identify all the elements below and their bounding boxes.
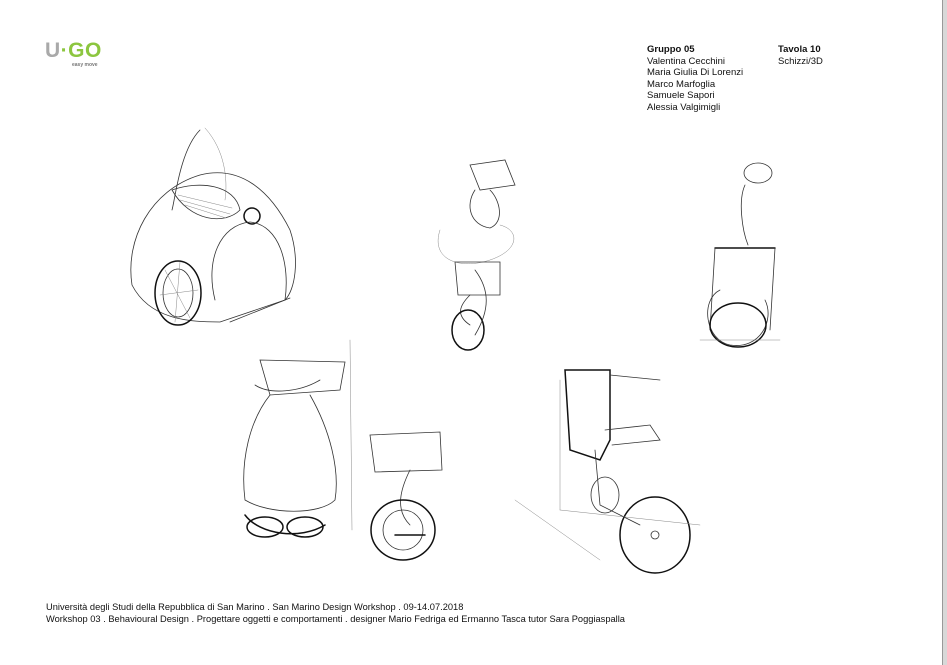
sketch-scooter-3d bbox=[514, 369, 701, 574]
board-subtitle: Schizzi/3D bbox=[778, 55, 823, 67]
board-title: Tavola 10 bbox=[778, 44, 821, 55]
member: Valentina Cecchini bbox=[647, 55, 725, 67]
logo-dot: · bbox=[60, 39, 69, 62]
group-info: Gruppo 05 Valentina Cecchini Maria Giuli… bbox=[647, 44, 743, 113]
ugo-logo: U·GO easy move bbox=[45, 39, 102, 69]
sketch-seat-unicycle bbox=[437, 159, 516, 351]
footer-credits: Università degli Studi della Repubblica … bbox=[46, 602, 625, 625]
logo-tagline: easy move bbox=[72, 62, 98, 68]
sketch-pod-vehicle bbox=[130, 127, 296, 326]
logo-go: GO bbox=[68, 39, 102, 62]
sketch-standing-unicycle bbox=[699, 162, 781, 348]
member: Samuele Sapori bbox=[647, 90, 715, 101]
board-info: Tavola 10 Schizzi/3D bbox=[778, 44, 823, 67]
member: Maria Giulia Di Lorenzi bbox=[647, 67, 744, 78]
member: Marco Marfoglia bbox=[647, 78, 716, 90]
footer-line-1: Università degli Studi della Repubblica … bbox=[46, 602, 464, 612]
sketch-side-profile bbox=[369, 431, 443, 561]
page-edge bbox=[942, 0, 947, 665]
logo-u: U bbox=[45, 39, 61, 62]
member: Alessia Valgimigli bbox=[647, 101, 721, 113]
sketch-rounded-seat bbox=[243, 339, 353, 538]
footer-line-2: Workshop 03 . Behavioural Design . Proge… bbox=[46, 613, 625, 624]
group-title: Gruppo 05 bbox=[647, 44, 695, 55]
